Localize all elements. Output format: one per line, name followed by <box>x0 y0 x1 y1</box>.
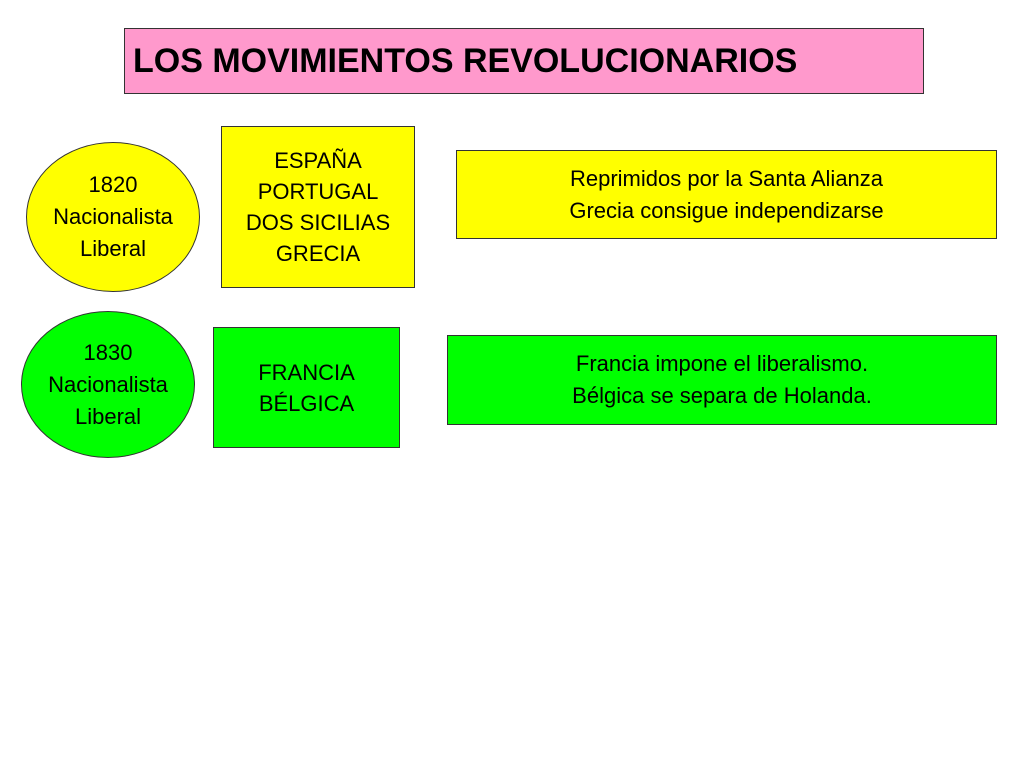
ellipse-1830: 1830 Nacionalista Liberal <box>21 311 195 458</box>
country-item: DOS SICILIAS <box>245 210 391 235</box>
countries-box-1830: FRANCIA BÉLGICA <box>213 327 400 448</box>
ellipse-line: Nacionalista <box>53 204 173 229</box>
country-item: BÉLGICA <box>258 390 355 416</box>
ellipse-line: Liberal <box>74 403 142 429</box>
page-title: LOS MOVIMIENTOS REVOLUCIONARIOS <box>124 28 924 94</box>
result-box-1820: Reprimidos por la Santa Alianza Grecia c… <box>456 150 997 239</box>
country-item: ESPAÑA <box>274 148 362 173</box>
ellipse-line: Liberal <box>79 236 147 261</box>
page-title-text: LOS MOVIMIENTOS REVOLUCIONARIOS <box>133 41 798 80</box>
country-item: PORTUGAL <box>257 179 379 204</box>
ellipse-1820: 1820 Nacionalista Liberal <box>26 142 200 292</box>
country-item: FRANCIA <box>258 359 355 385</box>
ellipse-line: 1820 <box>88 172 138 197</box>
countries-box-1820: ESPAÑA PORTUGAL DOS SICILIAS GRECIA <box>221 126 415 288</box>
ellipse-line: Nacionalista <box>48 371 168 397</box>
ellipse-line: 1830 <box>83 339 133 365</box>
result-line: Francia impone el liberalismo. <box>575 351 869 376</box>
result-box-1830: Francia impone el liberalismo. Bélgica s… <box>447 335 997 425</box>
result-line: Grecia consigue independizarse <box>569 197 884 223</box>
result-line: Bélgica se separa de Holanda. <box>572 383 872 408</box>
result-line: Reprimidos por la Santa Alianza <box>569 165 884 191</box>
country-item: GRECIA <box>275 241 361 266</box>
